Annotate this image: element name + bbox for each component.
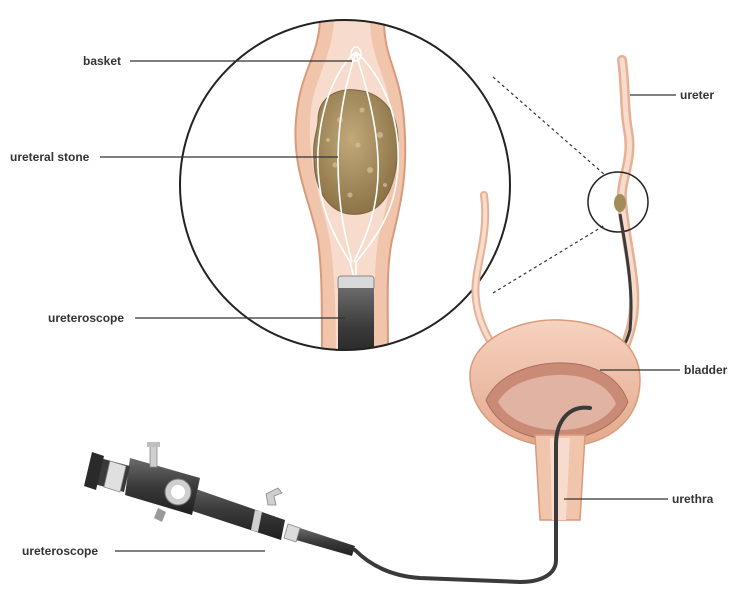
zoom-connector <box>492 76 606 294</box>
scope-in-bladder <box>353 405 592 585</box>
inset-ureteroscope <box>337 275 375 350</box>
magnified-inset <box>179 19 511 351</box>
ureteroscope-device <box>84 442 355 556</box>
label-basket: basket <box>83 54 121 68</box>
ureter <box>614 55 640 363</box>
ureteral-stone <box>313 89 399 215</box>
label-ureteral-stone: ureteral stone <box>10 150 90 164</box>
basket <box>317 46 399 279</box>
inset-circle <box>179 19 511 351</box>
label-ureter: ureter <box>680 88 714 102</box>
label-bladder: bladder <box>684 363 728 377</box>
leader-lines <box>100 60 680 552</box>
zoom-target-circle <box>587 171 649 233</box>
label-ureteroscope-main: ureteroscope <box>22 544 98 558</box>
label-urethra: urethra <box>672 492 714 506</box>
label-ureteroscope-inset: ureteroscope <box>48 311 124 325</box>
